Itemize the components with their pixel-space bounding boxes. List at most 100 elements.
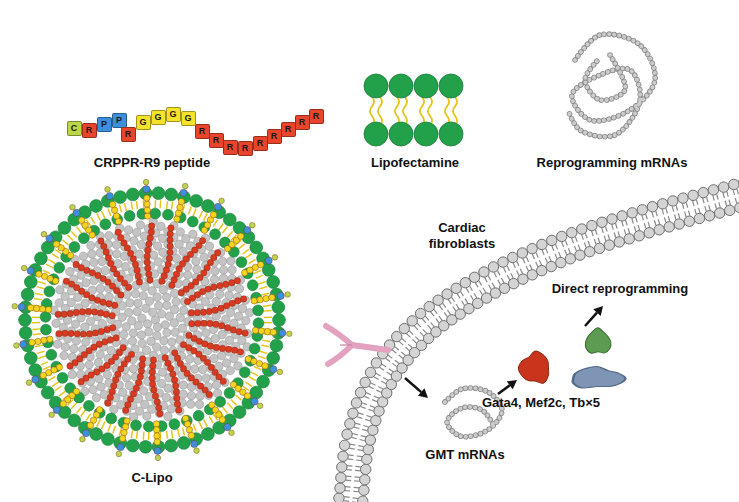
lipid-head	[177, 437, 190, 450]
residue-letter: R	[199, 127, 206, 136]
peptide-bead	[236, 329, 242, 335]
peptide-bead	[41, 231, 47, 237]
lipid-head	[165, 439, 178, 452]
mrna-bead	[136, 221, 144, 229]
mrna-bead	[228, 266, 236, 274]
residue-letter: R	[125, 130, 132, 139]
membrane-tail	[488, 275, 491, 280]
lipid-tail	[254, 270, 261, 273]
lipid-tail	[136, 201, 137, 209]
lipid-tail	[63, 240, 69, 245]
membrane-tail	[693, 201, 694, 206]
figure-label: Gata4, Mef2c, Tb×5	[482, 395, 600, 411]
membrane-head	[644, 228, 654, 238]
peptide-bead	[122, 424, 128, 430]
peptide-bead	[61, 311, 67, 317]
lipid-tail	[245, 254, 252, 258]
membrane-tail	[644, 223, 646, 228]
peptide-bead	[109, 388, 115, 394]
lipid-tail	[59, 391, 65, 396]
figure-label: Direct reprogramming	[552, 281, 689, 297]
peptide-bead	[79, 217, 85, 223]
mrna-bead	[112, 250, 120, 258]
lipid-head	[83, 400, 94, 411]
lipid-head	[247, 280, 258, 291]
peptide-bead	[251, 398, 258, 405]
membrane-tail	[347, 465, 352, 467]
peptide-bead	[154, 399, 160, 405]
lipid-tail	[258, 356, 266, 359]
peptide-bead	[279, 329, 286, 336]
membrane-tail	[526, 257, 528, 262]
membrane-tail	[356, 459, 361, 461]
peptide-bead	[62, 330, 68, 336]
peptide-bead	[36, 271, 42, 277]
mrna-bead	[82, 338, 90, 346]
membrane-head	[607, 214, 617, 224]
peptide-bead	[74, 331, 80, 337]
peptide-bead	[257, 403, 263, 409]
figure-label: Cardiac fibroblasts	[416, 220, 508, 253]
residue-box: R	[309, 109, 324, 124]
peptide-bead	[272, 255, 278, 261]
membrane-tail	[546, 248, 548, 253]
membrane-tail	[622, 221, 624, 226]
mrna-bead	[137, 331, 145, 339]
mrna-bead	[191, 365, 199, 373]
peptide-bead	[100, 299, 106, 305]
lipid-head	[90, 428, 103, 441]
membrane-tail	[425, 316, 429, 320]
membrane-head	[507, 252, 517, 262]
mrna-bead	[101, 266, 109, 274]
lipofectamine-icon	[364, 74, 463, 146]
membrane-tail	[666, 208, 668, 213]
membrane-head	[708, 185, 718, 195]
membrane-head	[527, 270, 537, 280]
mrna-bead	[218, 257, 226, 265]
peptide-bead	[153, 421, 159, 427]
mrna-bead	[105, 293, 113, 301]
residue-box: G	[166, 107, 181, 122]
membrane-head	[336, 472, 346, 482]
mrna-bead	[196, 392, 204, 400]
mrna-bead	[210, 275, 218, 283]
peptide-bead	[186, 427, 192, 433]
peptide-bead	[112, 302, 118, 308]
peptide-bead	[45, 306, 51, 312]
figure-label: Reprogramming mRNAs	[537, 155, 688, 171]
membrane-tail	[475, 283, 478, 288]
lipid-head	[250, 241, 263, 254]
peptide-bead	[219, 345, 225, 351]
membrane-tail	[378, 387, 383, 389]
mrna-bead	[170, 305, 178, 313]
residue-letter: G	[169, 110, 176, 119]
membrane-head	[517, 248, 527, 258]
membrane-tail	[422, 319, 426, 323]
peptide-bead	[194, 448, 200, 454]
peptide-bead	[285, 292, 291, 298]
mrna-bead	[55, 299, 63, 307]
arrow-shaft	[405, 378, 421, 392]
mrna-bead	[94, 358, 102, 366]
peptide-bead	[80, 331, 86, 337]
lipid-tail	[239, 244, 245, 249]
lipid-tail	[67, 235, 73, 241]
peptide-bead	[188, 432, 194, 438]
peptide-bead	[89, 270, 95, 276]
mrna-bead	[212, 381, 220, 389]
lipid-tail	[403, 97, 407, 123]
peptide-bead	[53, 406, 60, 413]
peptide-bead	[113, 213, 119, 219]
peptide-bead	[73, 209, 80, 216]
membrane-tail	[592, 231, 594, 236]
membrane-tail	[628, 228, 630, 233]
mrna-bead	[195, 400, 203, 408]
peptide-bead	[167, 243, 173, 249]
arrow	[585, 306, 603, 326]
membrane-tail	[676, 205, 677, 210]
membrane-tail	[735, 198, 736, 203]
mrna-bead	[119, 330, 127, 338]
membrane-head	[565, 254, 575, 264]
membrane-tail	[431, 323, 435, 327]
